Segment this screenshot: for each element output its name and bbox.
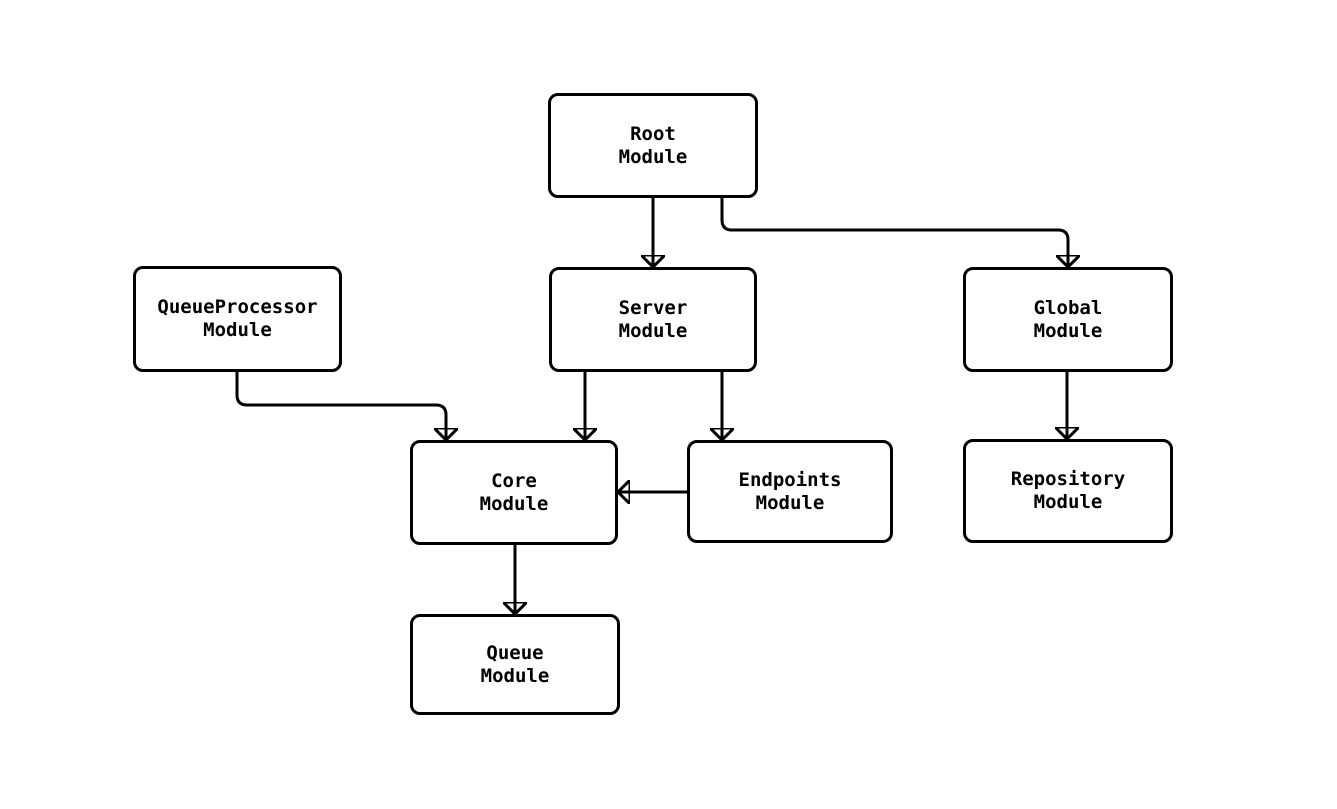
node-core-module-label: Core Module (479, 469, 549, 515)
node-root-module: Root Module (548, 93, 758, 198)
node-repository-module-label: Repository Module (1010, 468, 1126, 513)
node-global-module-label: Global Module (1033, 296, 1103, 342)
edge-root-to-global (720, 198, 1068, 267)
node-queue-module: Queue Module (410, 614, 620, 715)
node-core-module: Core Module (410, 440, 618, 545)
node-server-module-label: Server Module (618, 296, 688, 342)
node-server-module: Server Module (549, 267, 757, 372)
node-queueprocessor-module: QueueProcessor Module (133, 266, 342, 372)
edge-queueprocessor-to-core (235, 372, 446, 440)
node-repository-module: Repository Module (963, 439, 1173, 543)
node-endpoints-module-label: Endpoints Module (738, 468, 842, 514)
node-root-module-label: Root Module (618, 122, 688, 168)
node-endpoints-module: Endpoints Module (687, 440, 893, 543)
node-global-module: Global Module (963, 267, 1173, 372)
node-queue-module-label: Queue Module (480, 641, 550, 687)
node-queueprocessor-module-label: QueueProcessor Module (157, 296, 318, 341)
